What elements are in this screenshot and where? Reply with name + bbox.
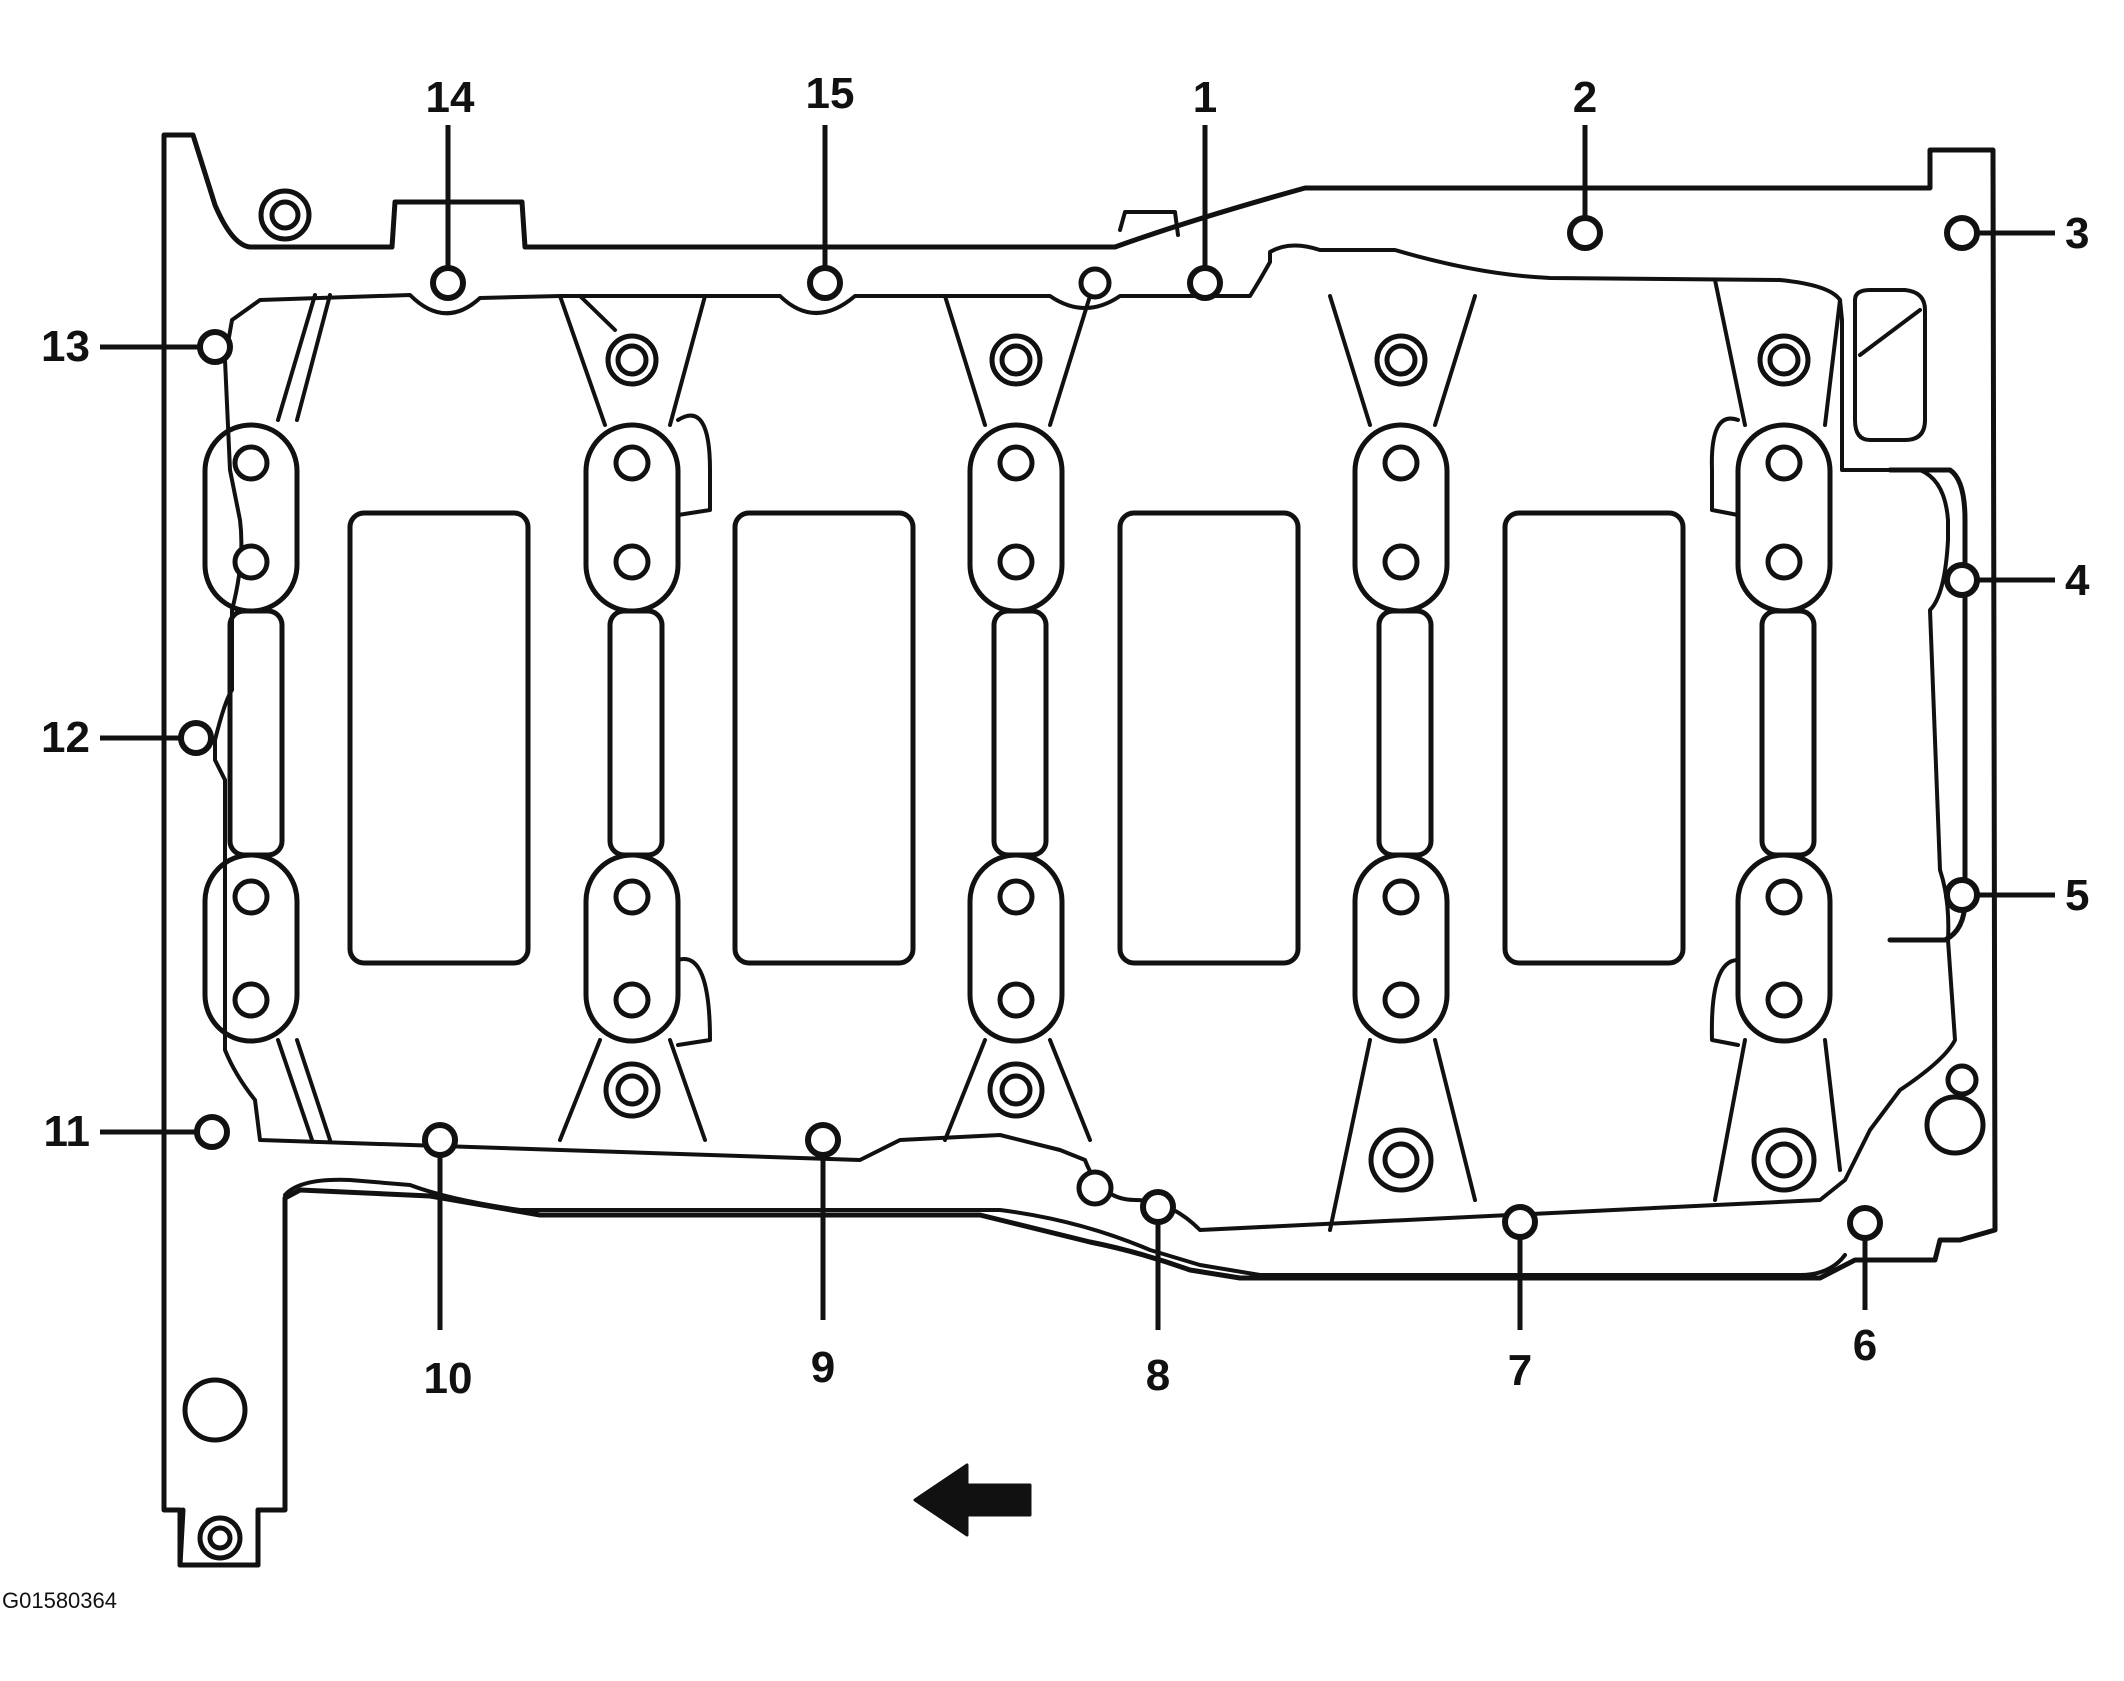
callout-3: 3 xyxy=(2065,209,2089,258)
cap-holes xyxy=(182,188,1986,1561)
callout-14: 14 xyxy=(426,73,475,122)
bolt-3 xyxy=(1944,215,1980,251)
arrow-left-icon xyxy=(913,1463,1032,1537)
bolt-2 xyxy=(1567,215,1603,251)
inner-flange xyxy=(213,243,1957,1232)
bolt-6 xyxy=(1847,1205,1883,1241)
callout-11: 11 xyxy=(43,1107,90,1156)
callout-15: 15 xyxy=(806,69,855,118)
callout-4: 4 xyxy=(2065,556,2090,605)
numbered-bolts xyxy=(178,215,1980,1241)
bolt-5 xyxy=(1944,877,1980,913)
right-pocket xyxy=(1853,288,1927,442)
callout-9: 9 xyxy=(811,1343,835,1392)
callout-1: 1 xyxy=(1193,73,1217,122)
callout-7: 7 xyxy=(1508,1346,1532,1395)
callout-12: 12 xyxy=(41,713,90,762)
callout-8: 8 xyxy=(1146,1351,1170,1400)
bolt-8 xyxy=(1140,1189,1176,1225)
callout-10: 10 xyxy=(424,1354,473,1403)
bolt-14 xyxy=(430,265,466,301)
bolt-10 xyxy=(422,1122,458,1158)
callout-labels: 1 2 3 4 5 6 7 8 9 10 11 12 13 14 15 xyxy=(41,69,2090,1403)
figure-id: G01580364 xyxy=(2,1588,117,1613)
pan-outline xyxy=(161,132,1998,1568)
callout-2: 2 xyxy=(1573,73,1597,122)
bolt-11 xyxy=(194,1114,230,1150)
lower-flange xyxy=(283,1177,1847,1277)
top-bump xyxy=(1118,210,1180,237)
callout-5: 5 xyxy=(2065,871,2089,920)
bolt-13 xyxy=(197,329,233,365)
bolt-7 xyxy=(1502,1204,1538,1240)
bolt-4 xyxy=(1944,562,1980,598)
bolt-1 xyxy=(1187,265,1223,301)
bolt-12 xyxy=(178,720,214,756)
bolt-15 xyxy=(807,265,843,301)
crank-windows xyxy=(347,467,1968,966)
bearing-caps xyxy=(202,278,1842,1232)
callout-13: 13 xyxy=(41,322,90,371)
callout-6: 6 xyxy=(1853,1321,1877,1370)
leader-lines xyxy=(100,125,2055,1330)
bolt-9 xyxy=(805,1122,841,1158)
